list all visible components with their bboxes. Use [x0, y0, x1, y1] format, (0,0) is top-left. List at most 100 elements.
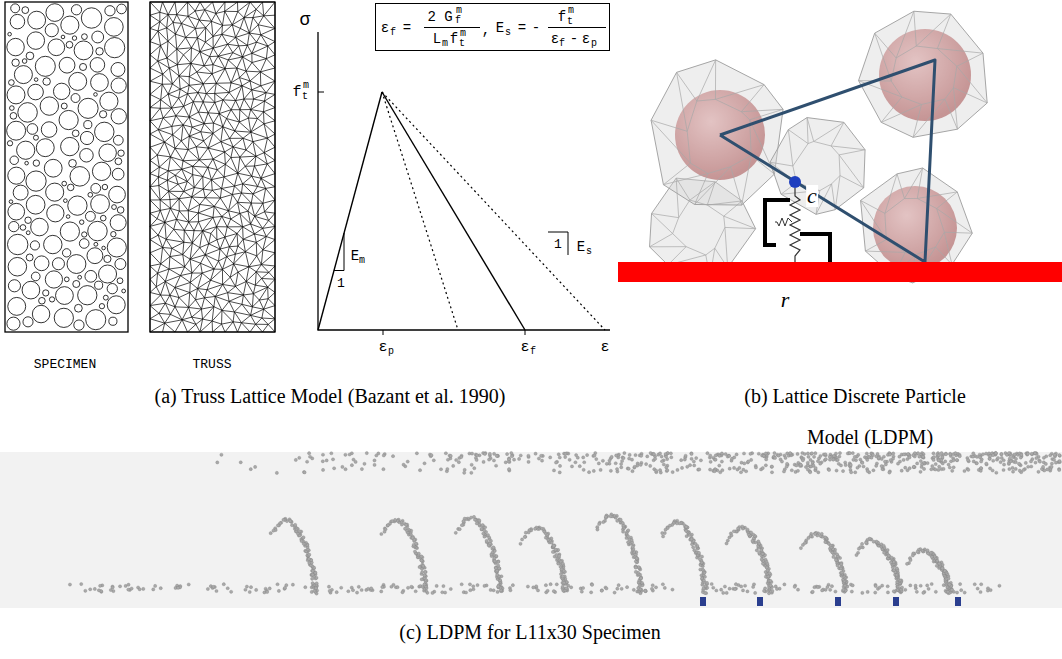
particle-dot	[886, 585, 889, 588]
particle-dot	[660, 455, 663, 458]
particle-dot	[932, 458, 935, 461]
particle-dot	[380, 532, 383, 535]
particle-dot	[819, 454, 822, 457]
particle-dot	[546, 589, 549, 592]
aggregate-circle	[99, 111, 106, 118]
red-bar	[618, 262, 1062, 282]
particle-dot	[754, 466, 757, 469]
particle-dot	[783, 583, 786, 586]
particle-dot	[616, 587, 619, 590]
particle-dot	[790, 469, 793, 472]
particle-dot	[510, 451, 513, 454]
truss-lattice	[150, 2, 275, 332]
particle-dot	[775, 587, 778, 590]
particle-dot	[1030, 452, 1033, 455]
particle-dot	[382, 454, 385, 457]
particle-dot	[958, 455, 961, 458]
particle-dot	[1027, 465, 1030, 468]
particle-dot	[695, 456, 698, 459]
particle-dot	[1030, 453, 1033, 456]
particle-dot	[524, 531, 527, 534]
particle-dot	[1007, 451, 1010, 454]
particle-dot	[851, 584, 854, 587]
aggregate-circle	[59, 110, 78, 129]
particle-dot	[391, 455, 394, 458]
aggregate-circle	[14, 66, 32, 84]
particle-dot	[765, 458, 768, 461]
aggregate-circle	[25, 217, 31, 223]
particle-dot	[812, 464, 815, 467]
particle-dot	[685, 525, 688, 528]
truss-outline	[150, 2, 275, 332]
particle-dot	[880, 464, 883, 467]
particle-dot	[68, 583, 71, 586]
aggregate-circle	[43, 78, 50, 85]
particle-dot	[615, 467, 618, 470]
particle-dot	[488, 452, 491, 455]
aggregate-circle	[117, 278, 123, 284]
particle-dot	[770, 465, 773, 468]
particle-dot	[700, 555, 703, 558]
particle-dot	[269, 532, 272, 535]
aggregate-circle	[111, 62, 125, 76]
particle-dot	[664, 452, 667, 455]
particle-dot	[813, 532, 816, 535]
particle-dot	[826, 585, 829, 588]
aggregate-circle	[78, 286, 97, 305]
particle-dot	[308, 455, 311, 458]
particle-dot	[420, 559, 423, 562]
particle-dot	[485, 539, 488, 542]
particle-dot	[638, 566, 641, 569]
particle-dot	[649, 464, 652, 467]
particle-dot	[669, 452, 672, 455]
particle-dot	[1014, 457, 1017, 460]
particle-dot	[947, 463, 950, 466]
particle-dot	[799, 547, 802, 550]
particle-dot	[570, 586, 573, 589]
aggregate-circle	[109, 186, 126, 203]
particle-dot	[699, 459, 702, 462]
particle-dot	[712, 586, 715, 589]
aggregate-circle	[67, 184, 74, 191]
particle-dot	[896, 462, 899, 465]
aggregate-circle	[74, 320, 84, 330]
aggregate-circle	[112, 205, 117, 210]
particle-dot	[749, 452, 752, 455]
particle-dot	[154, 584, 157, 587]
particle-dot	[784, 456, 787, 459]
particle-dot	[900, 586, 903, 589]
particle-dot	[420, 578, 423, 581]
particle-dot	[816, 585, 819, 588]
particle-dot	[370, 587, 373, 590]
particle-dot	[906, 469, 909, 472]
particle-dot	[688, 464, 691, 467]
particle-dot	[402, 463, 405, 466]
strain-tick	[525, 330, 526, 335]
particle-dot	[718, 454, 721, 457]
particle-dot	[476, 583, 479, 586]
particle-dot	[895, 567, 898, 570]
particle-dot	[838, 451, 841, 454]
particle-dot	[714, 458, 717, 461]
aggregate-circle	[7, 317, 20, 330]
particle-dot	[392, 583, 395, 586]
particle-dot	[527, 460, 530, 463]
particle-dot	[1000, 452, 1003, 455]
particle-dot	[926, 462, 929, 465]
particle-dot	[1052, 458, 1055, 461]
particle-dot	[509, 589, 512, 592]
particle-dot	[604, 515, 607, 518]
particle-dot	[380, 590, 383, 593]
particle-dot	[837, 462, 840, 465]
particle-dot	[590, 583, 593, 586]
particle-dot	[341, 465, 344, 468]
particle-dot	[931, 464, 934, 467]
particle-dot	[519, 542, 522, 545]
particle-dot	[500, 590, 503, 593]
particle-dot	[435, 584, 438, 587]
particle-dot	[311, 569, 314, 572]
particle-dot	[658, 469, 661, 472]
particle-dot	[593, 454, 596, 457]
particle-dot	[411, 586, 414, 589]
particle-dot	[482, 460, 485, 463]
